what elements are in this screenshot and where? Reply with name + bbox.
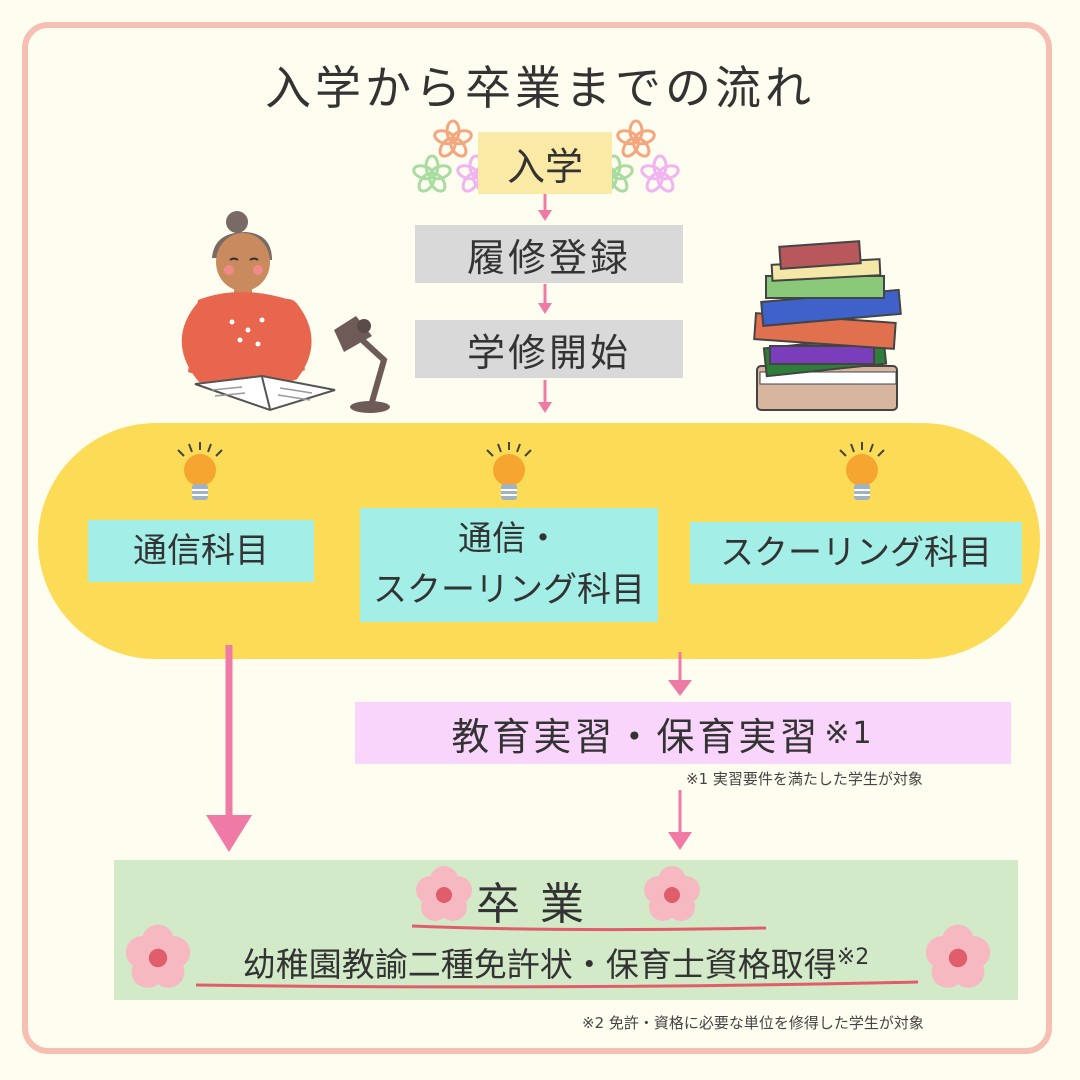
license-mark: ※2 <box>836 945 870 970</box>
cherry-blossom-icon <box>125 924 191 988</box>
arrow-icon <box>668 790 692 850</box>
study-start-step: 学修開始 <box>415 320 683 378</box>
lightbulb-icon <box>839 442 885 500</box>
mixed-subject-line2: スクーリング科目 <box>373 570 645 610</box>
arrow-icon <box>538 194 552 221</box>
license-label: 幼稚園教諭二種免許状・保育士資格取得 <box>242 945 837 984</box>
flower-icon <box>614 119 658 161</box>
graduation-note: ※2 免許・資格に必要な単位を修得した学生が対象 <box>582 1014 924 1032</box>
practice-note: ※1 実習要件を満たした学生が対象 <box>686 770 923 788</box>
cherry-blossom-icon <box>644 866 700 921</box>
license-line: 幼稚園教諭二種免許状・保育士資格取得※2 <box>196 938 916 986</box>
student-reading-illustration <box>181 211 336 412</box>
desk-lamp-icon <box>334 316 390 413</box>
practice-label: 教育実習・保育実習 <box>451 714 821 759</box>
mixed-subject-box: 通信・ スクーリング科目 <box>360 508 658 622</box>
lightbulb-icon <box>177 442 223 500</box>
flower-icon <box>410 154 454 196</box>
arrow-icon <box>538 380 552 413</box>
arrow-icon <box>206 645 252 852</box>
arrow-icon <box>668 652 692 696</box>
title-underline <box>411 924 767 932</box>
page-title: 入学から卒業までの流れ <box>265 61 815 115</box>
graduation-title: 卒業 <box>476 879 604 930</box>
flower-icon <box>638 154 682 196</box>
enroll-step: 入学 <box>478 132 612 194</box>
cherry-blossom-icon <box>416 866 472 921</box>
license-underline <box>195 980 919 989</box>
flower-icon <box>592 154 636 196</box>
page-frame <box>22 22 1052 1054</box>
schooling-subject-box: スクーリング科目 <box>690 522 1022 584</box>
practice-box: 教育実習・保育実習※1 <box>355 702 1011 764</box>
mixed-subject-line1: 通信・ <box>458 519 560 559</box>
flower-icon <box>431 119 475 161</box>
registration-step: 履修登録 <box>415 225 683 283</box>
lightbulb-icon <box>486 442 532 500</box>
practice-mark: ※1 <box>824 715 875 751</box>
cherry-blossom-icon <box>925 924 991 988</box>
correspondence-subject-box: 通信科目 <box>88 520 314 582</box>
book-stack-illustration <box>753 240 902 411</box>
arrow-icon <box>538 284 552 314</box>
